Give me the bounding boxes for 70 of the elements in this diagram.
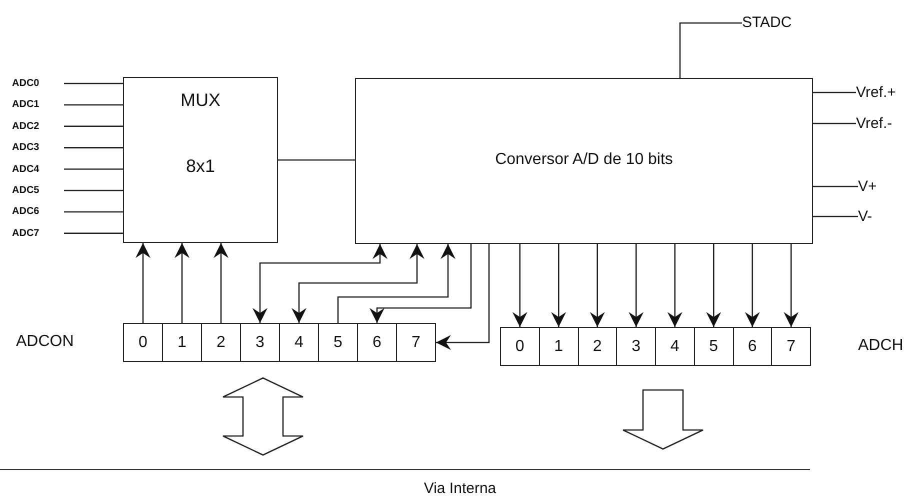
register-name: ADCH [858, 337, 904, 355]
register-bit-cell: 0 [123, 323, 163, 362]
block-arrow [622, 389, 704, 450]
signal-line [64, 211, 123, 213]
register-bit-cell: 2 [201, 323, 241, 362]
signal-label: ADC6 [12, 204, 64, 220]
arrow [370, 244, 472, 323]
signal-label: Vref.+ [856, 83, 918, 102]
register-bit-cell: 3 [240, 323, 280, 362]
signal-line [64, 104, 123, 106]
box-title: MUX [180, 90, 222, 111]
signal-label: V+ [858, 177, 898, 196]
signal-line [64, 168, 123, 170]
register-bit-cell: 5 [694, 327, 734, 366]
converter-box [355, 78, 813, 244]
register-bit-cell: 1 [162, 323, 202, 362]
register-bit-cell: 4 [279, 323, 319, 362]
register-bit-cell: 1 [538, 327, 578, 366]
signal-label: ADC4 [12, 162, 64, 177]
arrow [590, 244, 605, 327]
arrow [436, 244, 490, 350]
signal-label: STADC [742, 13, 812, 33]
signal-line [278, 159, 355, 161]
double-block-arrow [222, 377, 304, 456]
signal-label: Vref.- [856, 114, 918, 133]
signal-label: ADC3 [12, 140, 64, 156]
register-bit-cell: 6 [732, 327, 772, 366]
signal-label: ADC2 [12, 118, 64, 134]
arrow [214, 243, 228, 323]
arrow [551, 244, 566, 327]
signal-line [64, 147, 123, 148]
bus-label: Via Interna [422, 480, 498, 497]
signal-line [64, 126, 123, 127]
arrow [337, 244, 456, 323]
register-name: ADCON [16, 333, 74, 351]
arrow [174, 243, 190, 323]
multiplexer-box [123, 77, 278, 243]
signal-line [64, 82, 123, 84]
signal-line [64, 232, 123, 234]
double-arrow [292, 244, 424, 323]
arrow [512, 244, 528, 327]
arrow [136, 243, 150, 323]
register-bit-cell: 5 [318, 323, 358, 362]
register-bit-cell: 7 [771, 327, 811, 366]
signal-line [679, 22, 742, 78]
register-bit-cell: 6 [357, 323, 397, 362]
register-bit-cell: 3 [616, 327, 656, 366]
signal-label: ADC5 [12, 183, 64, 198]
arrow [706, 244, 722, 327]
box-subtitle: 8x1 [184, 156, 216, 177]
register-bit-cell: 7 [396, 323, 436, 362]
signal-label: V- [858, 207, 898, 226]
signal-label: ADC0 [12, 76, 64, 91]
register [16, 323, 438, 362]
signal-line [813, 122, 856, 124]
double-arrow [252, 244, 388, 323]
register-bit-cell: 2 [578, 327, 618, 366]
signal-line [64, 190, 123, 192]
register-bit-cell: 4 [655, 327, 695, 366]
signal-line [813, 216, 858, 218]
arrow [667, 244, 682, 327]
signal-label: ADC1 [12, 97, 64, 112]
box-title: Conversor A/D de 10 bits [494, 151, 674, 169]
arrow [784, 244, 799, 327]
signal-line [813, 186, 858, 188]
signal-line [813, 92, 856, 94]
register-bit-cell: 0 [500, 327, 540, 366]
arrow [744, 244, 760, 327]
arrow [628, 244, 644, 327]
signal-label: ADC7 [12, 226, 64, 241]
